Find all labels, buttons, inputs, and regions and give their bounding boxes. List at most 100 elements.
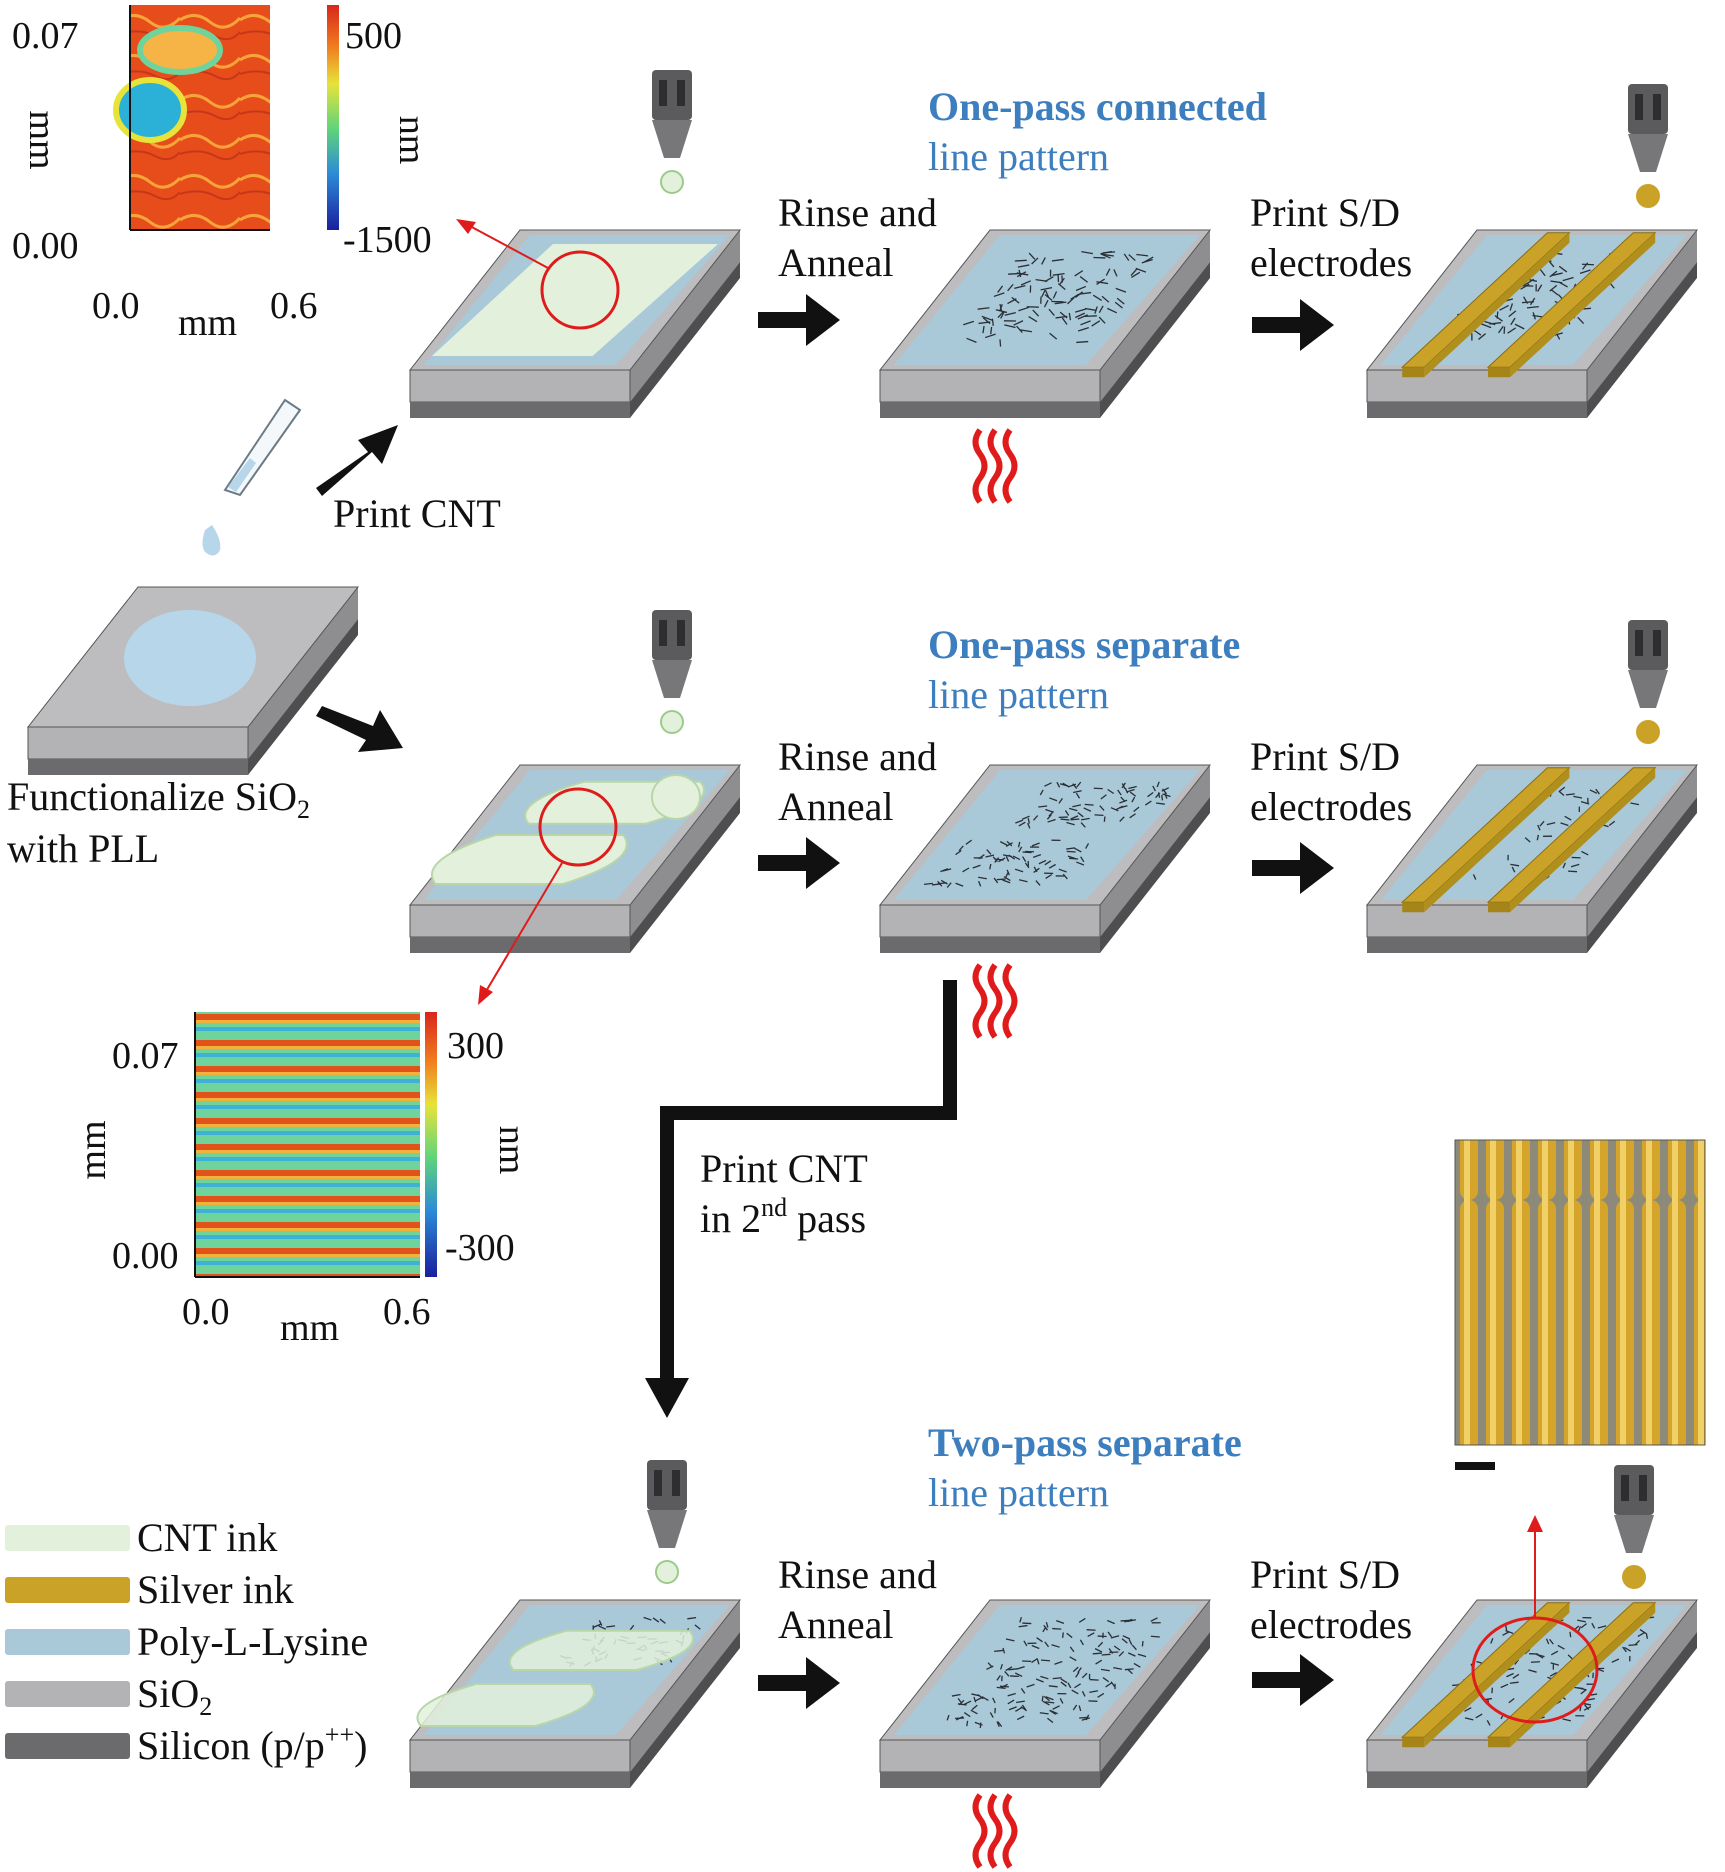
profile-image	[195, 1012, 420, 1277]
cnt-mark	[986, 1665, 994, 1671]
x-axis-label: mm	[280, 1307, 339, 1349]
cnt-mark	[1041, 1695, 1044, 1702]
cnt-mark	[687, 1617, 697, 1620]
cnt-mark	[1549, 1671, 1557, 1677]
silver-electrode	[1486, 767, 1657, 913]
cnt-mark	[659, 1618, 666, 1624]
callout-arrowhead	[456, 219, 476, 234]
cnt-mark	[1031, 842, 1040, 847]
row-title: line pattern	[928, 1470, 1109, 1515]
cnt-mark	[1529, 297, 1536, 306]
cnt-mark	[1075, 308, 1087, 313]
cnt-mark	[1045, 1696, 1054, 1701]
cnt-mark	[1107, 307, 1118, 314]
colorbar	[425, 1012, 437, 1277]
cnt-mark	[1086, 1629, 1096, 1631]
cnt-mark	[1048, 1685, 1058, 1688]
cnt-mark	[1067, 297, 1075, 305]
printer-nozzle-icon	[647, 1460, 687, 1584]
cnt-mark	[1014, 1672, 1023, 1678]
cnt-mark	[1096, 281, 1109, 285]
legend-label: Silver ink	[137, 1567, 294, 1612]
cnt-mark	[1002, 879, 1011, 884]
ink-droplet	[660, 170, 684, 194]
cnt-mark	[1020, 329, 1033, 333]
cnt-mark	[1464, 1717, 1474, 1721]
cnt-mark	[1150, 1635, 1160, 1638]
pipette-icon	[202, 398, 302, 556]
cnt-mark	[1511, 866, 1516, 873]
cnt-mark	[1049, 797, 1058, 802]
cnt-mark	[1103, 816, 1106, 822]
cnt-mark	[1639, 1629, 1647, 1635]
cnt-mark	[984, 333, 996, 339]
step-label: Print S/D	[1250, 190, 1400, 235]
cnt-mark	[996, 878, 1006, 881]
cnt-mark	[1047, 818, 1056, 823]
y-tick: 0.00	[112, 1235, 179, 1277]
cnt-mark	[942, 868, 952, 872]
cnt-mark	[1021, 1704, 1027, 1711]
y-tick: 0.07	[112, 1035, 179, 1077]
cnt-mark	[1096, 278, 1105, 285]
cnt-mark	[994, 1649, 1004, 1652]
cnt-mark	[1021, 815, 1030, 820]
cnt-mark	[1067, 1682, 1072, 1689]
x-tick: 0.6	[383, 1291, 431, 1333]
cnt-mark	[970, 1709, 978, 1715]
cnt-mark	[1130, 268, 1138, 276]
cnt-mark	[1562, 276, 1574, 282]
cnt-mark	[1018, 1624, 1028, 1628]
cnt-mark	[1101, 1653, 1111, 1656]
cnt-mark	[1072, 1704, 1078, 1711]
cnt-mark	[1007, 283, 1014, 292]
cnt-mark	[1564, 815, 1572, 821]
cnt-mark	[1068, 807, 1078, 812]
inspect-circle	[540, 250, 620, 330]
cnt-mark	[1591, 1622, 1596, 1629]
cnt-mark	[1117, 789, 1122, 796]
cnt-mark	[1035, 1678, 1044, 1683]
cnt-mark	[1094, 1648, 1103, 1653]
cnt-mark	[1129, 813, 1136, 819]
cnt-mark	[1099, 805, 1105, 811]
cnt-mark	[1089, 1690, 1099, 1694]
cnt-mark	[1107, 1631, 1113, 1638]
cnt-mark	[1127, 1619, 1137, 1623]
cnt-mark	[1108, 1648, 1114, 1654]
cnt-mark	[994, 857, 1000, 863]
legend-swatch	[5, 1577, 130, 1603]
row-title: line pattern	[928, 134, 1109, 179]
cnt-mark	[1074, 291, 1084, 299]
cnt-mark	[1110, 807, 1119, 812]
cnt-mark	[1092, 294, 1102, 301]
step-label: Print S/D	[1250, 1552, 1400, 1597]
cnt-mark	[1060, 1681, 1067, 1687]
cnt-mark	[1051, 1644, 1060, 1648]
cnt-ink-film	[432, 244, 718, 356]
cnt-mark	[1486, 1719, 1491, 1726]
cnt-mark	[1056, 1619, 1065, 1625]
cnt-mark	[1162, 793, 1171, 798]
heat-icon	[972, 1793, 1018, 1869]
cnt-mark	[1508, 1697, 1515, 1704]
cnt-mark	[1007, 298, 1017, 305]
cnt-mark	[1528, 1669, 1537, 1673]
cnt-mark	[1494, 315, 1503, 322]
cnt-mark	[643, 1616, 652, 1621]
surface-profile-top: 0.07 0.00 0.0 0.6 mm mm 500 -1500 nm	[12, 5, 433, 344]
cnt-mark	[1141, 1641, 1144, 1647]
cnt-mark	[1018, 846, 1023, 853]
cnt-mark	[1558, 790, 1565, 797]
cnt-mark	[1007, 1699, 1015, 1705]
cnt-mark	[1039, 789, 1044, 796]
cnt-mark	[997, 1721, 1003, 1727]
cnt-mark	[963, 320, 975, 326]
cnt-mark	[1043, 1695, 1050, 1702]
cnt-mark	[1077, 811, 1084, 818]
cnt-mark	[1128, 785, 1137, 790]
cnt-mark	[1520, 283, 1530, 290]
cnt-ink-line	[508, 1629, 695, 1671]
cnt-mark	[1077, 1667, 1082, 1673]
cnt-mark	[1075, 285, 1087, 292]
